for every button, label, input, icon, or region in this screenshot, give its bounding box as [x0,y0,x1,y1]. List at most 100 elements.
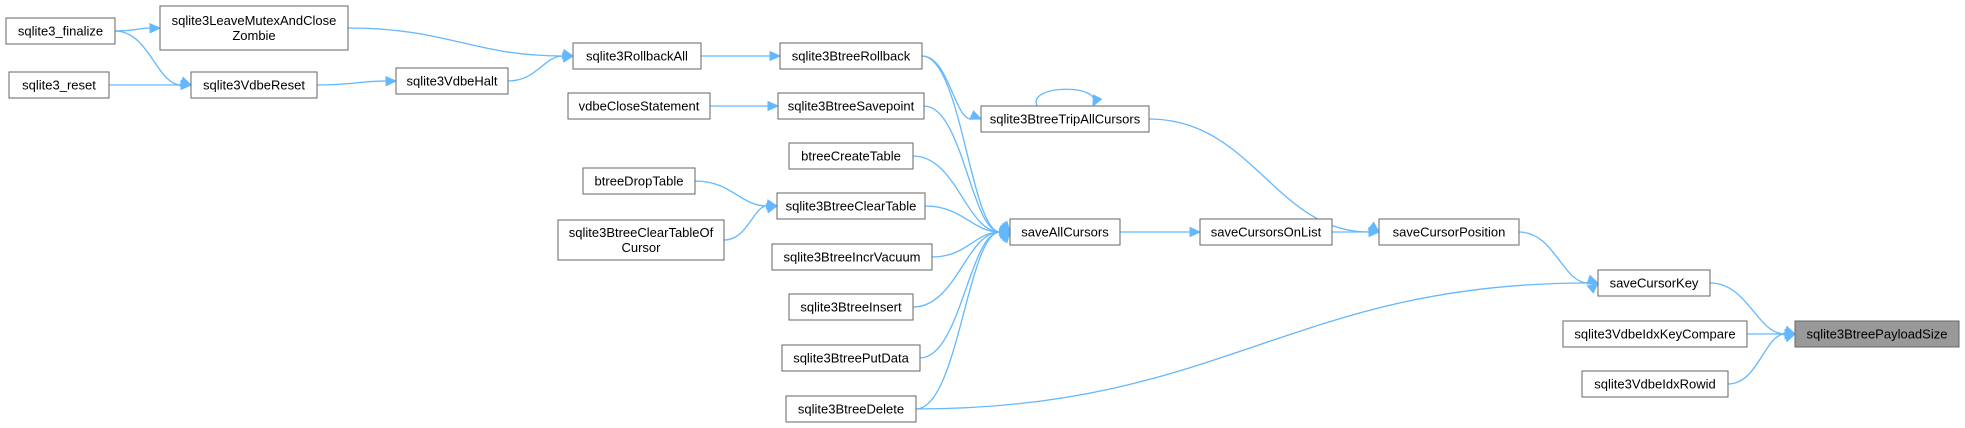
edge-sqlite3-btree-insert-to-save-all-cursors [912,231,1001,308]
arrowhead [999,231,1011,244]
edge-sqlite3-btree-trip-all-cursors-to-save-cursor-position [1148,118,1370,233]
arrowhead [149,22,162,34]
arrowhead [1367,221,1380,233]
nodes-layer: sqlite3_finalize sqlite3LeaveMutexAndClos… [5,5,1960,423]
edge-sqlite3-finalize-to-sqlite3-vdbe-reset [114,30,182,86]
node-sqlite3-vdbe-reset[interactable]: sqlite3VdbeReset [190,71,318,99]
node-sqlite3-reset[interactable]: sqlite3_reset [8,71,110,99]
arrowhead [385,76,398,87]
node-box [771,243,933,271]
node-box [1378,218,1520,246]
node-sqlite3-vdbe-idx-key-compare[interactable]: sqlite3VdbeIdxKeyCompare [1562,320,1748,348]
node-sqlite3-btree-savepoint[interactable]: sqlite3BtreeSavepoint [777,92,925,120]
node-save-cursor-key[interactable]: saveCursorKey [1597,269,1711,297]
node-sqlite3-btree-insert[interactable]: sqlite3BtreeInsert [788,293,914,321]
node-box [190,71,318,99]
arrowhead [769,50,782,62]
node-label: sqlite3BtreePutData [793,351,909,366]
edge-sqlite3-vdbe-halt-to-sqlite3-rollback-all [507,55,564,82]
edge-save-cursor-position-to-save-cursor-key [1518,231,1589,284]
node-label: Zombie [232,28,275,43]
node-sqlite3-btree-delete[interactable]: sqlite3BtreeDelete [785,395,917,423]
node-box [788,293,914,321]
node-sqlite3-rollback-all[interactable]: sqlite3RollbackAll [572,42,702,70]
node-sqlite3-btree-trip-all-cursors[interactable]: sqlite3BtreeTripAllCursors [980,105,1150,133]
node-sqlite3-vdbe-idx-rowid[interactable]: sqlite3VdbeIdxRowid [1581,370,1729,398]
node-save-cursor-position[interactable]: saveCursorPosition [1378,218,1520,246]
node-box [776,192,926,220]
edge-save-cursor-key-to-sqlite3-btree-payload-size [1709,282,1786,335]
node-sqlite3-finalize[interactable]: sqlite3_finalize [5,17,116,45]
arrowhead [767,100,780,112]
node-save-all-cursors[interactable]: saveAllCursors [1009,218,1121,246]
edge-sqlite3-btree-delete-to-save-all-cursors [915,231,1001,410]
node-label: sqlite3VdbeHalt [406,74,497,89]
node-box [1009,218,1121,246]
node-btree-create-table[interactable]: btreeCreateTable [788,142,914,170]
node-box [557,219,725,261]
node-label: sqlite3BtreeInsert [800,300,902,315]
node-label: sqlite3_finalize [18,24,103,39]
node-sqlite3-btree-payload-size[interactable]: sqlite3BtreePayloadSize [1794,320,1960,348]
edge-sqlite3-btree-clear-table-to-save-all-cursors [924,205,1001,233]
node-sqlite3-vdbe-halt[interactable]: sqlite3VdbeHalt [395,67,509,95]
edge-sqlite3-finalize-to-sqlite3-leave-mutex-and-close-zombie [114,27,151,32]
node-box [1581,370,1729,398]
node-label: sqlite3BtreeSavepoint [788,99,915,114]
node-label: sqlite3VdbeReset [203,78,305,93]
node-label: saveAllCursors [1021,225,1109,240]
node-box [777,92,925,120]
node-label: sqlite3BtreeRollback [792,49,911,64]
node-label: sqlite3_reset [22,78,96,93]
node-label: btreeCreateTable [801,149,901,164]
node-box [785,395,917,423]
node-box [788,142,914,170]
node-box [779,42,923,70]
node-box [5,17,116,45]
node-sqlite3-btree-incr-vacuum[interactable]: sqlite3BtreeIncrVacuum [771,243,933,271]
arrowhead [765,203,779,214]
edges-layer [109,22,1797,410]
node-label: saveCursorPosition [1393,225,1506,240]
node-label: sqlite3BtreeClearTableOf [569,225,714,240]
edge-btree-create-table-to-save-all-cursors [912,155,1001,233]
node-vdbe-close-statement[interactable]: vdbeCloseStatement [567,92,711,120]
edge-sqlite3-btree-incr-vacuum-to-save-all-cursors [931,231,1001,258]
edge-sqlite3-btree-delete-to-save-cursor-key [915,282,1589,410]
edge-sqlite3-btree-clear-table-of-cursor-to-sqlite3-btree-clear-table [723,205,768,241]
node-box [395,67,509,95]
arrowhead [1189,226,1202,238]
edge-sqlite3-leave-mutex-and-close-zombie-to-sqlite3-rollback-all [347,27,564,57]
arrowhead [180,79,193,91]
edge-sqlite3-btree-trip-all-cursors-to-sqlite3-btree-trip-all-cursors [1035,88,1095,107]
node-box [781,344,921,372]
node-save-cursors-on-list[interactable]: saveCursorsOnList [1199,218,1333,246]
edge-btree-drop-table-to-sqlite3-btree-clear-table [694,180,768,207]
arrowhead [1783,332,1797,343]
edge-sqlite3-btree-rollback-to-sqlite3-btree-trip-all-cursors [921,55,972,120]
node-sqlite3-btree-put-data[interactable]: sqlite3BtreePutData [781,344,921,372]
node-label: sqlite3BtreePayloadSize [1807,327,1948,342]
node-btree-drop-table[interactable]: btreeDropTable [582,167,696,195]
node-sqlite3-btree-clear-table[interactable]: sqlite3BtreeClearTable [776,192,926,220]
edge-sqlite3-vdbe-reset-to-sqlite3-vdbe-halt [316,80,387,86]
node-label: Cursor [621,240,661,255]
node-box [572,42,702,70]
node-label: sqlite3BtreeClearTable [786,199,917,214]
node-label: sqlite3VdbeIdxRowid [1594,377,1715,392]
node-box [1199,218,1333,246]
node-label: sqlite3BtreeIncrVacuum [783,250,920,265]
edge-sqlite3-btree-savepoint-to-save-all-cursors [923,105,1001,233]
node-box [159,5,349,51]
node-label: saveCursorKey [1610,276,1699,291]
node-box [567,92,711,120]
arrowhead [1586,282,1599,294]
edge-sqlite3-btree-put-data-to-save-all-cursors [919,231,1001,359]
node-box [582,167,696,195]
node-sqlite3-btree-rollback[interactable]: sqlite3BtreeRollback [779,42,923,70]
node-box [1562,320,1748,348]
node-label: btreeDropTable [595,174,684,189]
node-box [1597,269,1711,297]
